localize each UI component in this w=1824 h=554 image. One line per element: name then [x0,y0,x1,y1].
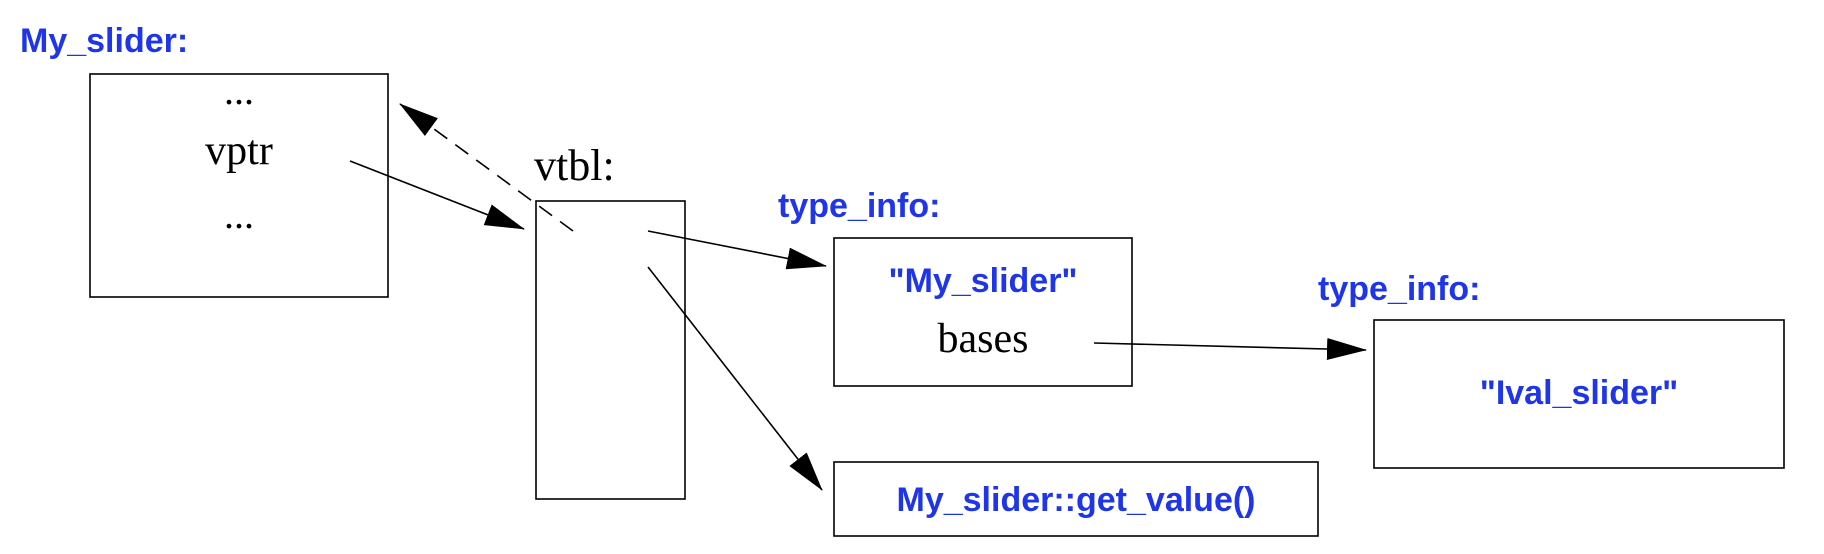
vtbl-to-function-arrow [647,266,823,491]
object-title: My_slider: [20,22,188,60]
object-ellipsis-bottom: ... [224,192,254,237]
bases-to-ival-arrow [1093,338,1367,360]
object-ellipsis-top: ... [224,68,254,113]
vtbl-to-type-info-arrow [647,230,827,270]
type-info-2-name: "Ival_slider" [1480,374,1679,412]
type-info-1-title: type_info: [778,187,940,225]
vtbl-box [535,200,686,500]
function-box [833,461,1319,537]
vptr-to-vtbl-arrow [349,160,525,230]
type-info-1-name: "My_slider" [888,262,1077,300]
object-vptr: vptr [205,128,273,174]
type-info-2-title: type_info: [1318,270,1480,308]
type-info-1-bases: bases [938,316,1029,362]
type-info-1-box [833,237,1133,387]
function-label: My_slider::get_value() [897,481,1256,519]
object-box [89,73,389,298]
type-info-2-box [1373,319,1785,469]
vtbl-label: vtbl: [534,141,615,190]
vtbl-to-object-dashed-arrow [399,103,574,232]
